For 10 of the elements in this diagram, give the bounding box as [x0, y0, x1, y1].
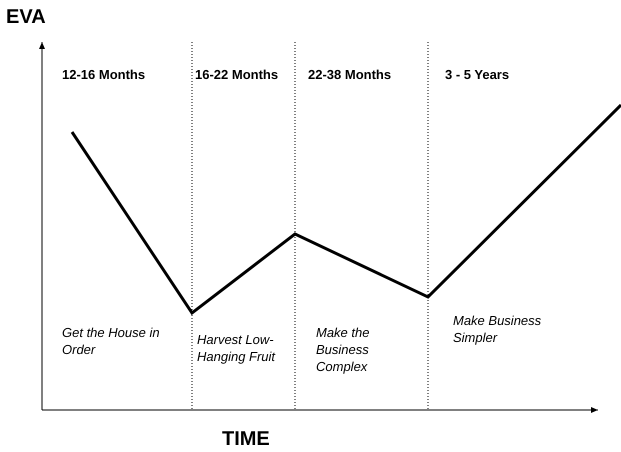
- period-label: 22-38 Months: [308, 67, 392, 84]
- period-label: 12-16 Months: [62, 67, 146, 84]
- axis-title: EVA: [6, 5, 47, 30]
- period-label: 16-22 Months: [195, 67, 280, 84]
- phase-label: Make Business Simpler: [453, 313, 542, 347]
- axis-title: TIME: [222, 427, 271, 452]
- period-label: 3 - 5 Years: [445, 67, 510, 84]
- phase-label: Harvest Low-Hanging Fruit: [197, 332, 276, 366]
- phase-label: Make the Business Complex: [316, 325, 370, 376]
- phase-label: Get the House in Order: [62, 325, 161, 359]
